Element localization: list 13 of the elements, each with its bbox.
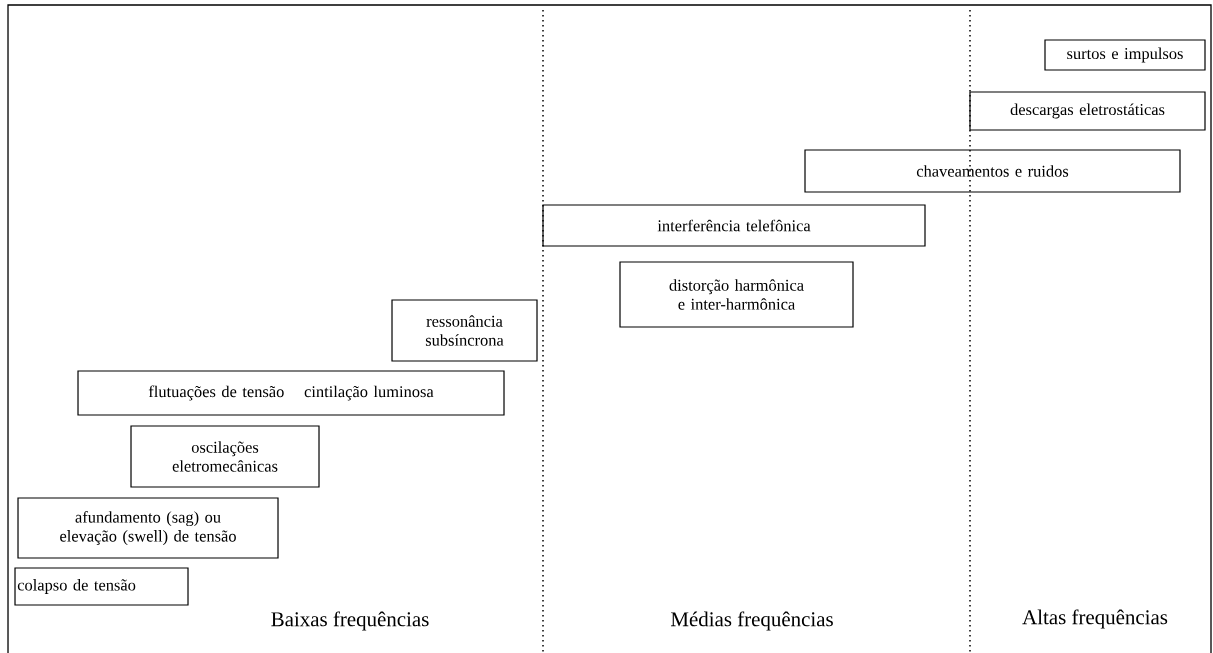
band-label: Baixas frequências <box>271 611 429 631</box>
category-box: oscilações eletromecânicas <box>130 425 320 488</box>
category-box: afundamento (sag) ou elevação (swell) de tensão <box>17 497 279 559</box>
category-box: colapso de tensão <box>14 567 189 606</box>
category-box: ressonância subsíncrona <box>391 299 538 362</box>
category-box: interferência telefônica <box>542 204 926 247</box>
category-box: descargas eletrostáticas <box>969 91 1206 131</box>
category-box: surtos e impulsos <box>1044 39 1206 71</box>
category-box: distorção harmônica e inter-harmônica <box>619 261 854 328</box>
band-label: Altas frequências <box>1022 609 1168 629</box>
band-label: Médias frequências <box>671 611 833 631</box>
category-box: flutuações de tensão cintilação luminosa <box>77 370 505 416</box>
category-box: chaveamentos e ruidos <box>804 149 1181 193</box>
